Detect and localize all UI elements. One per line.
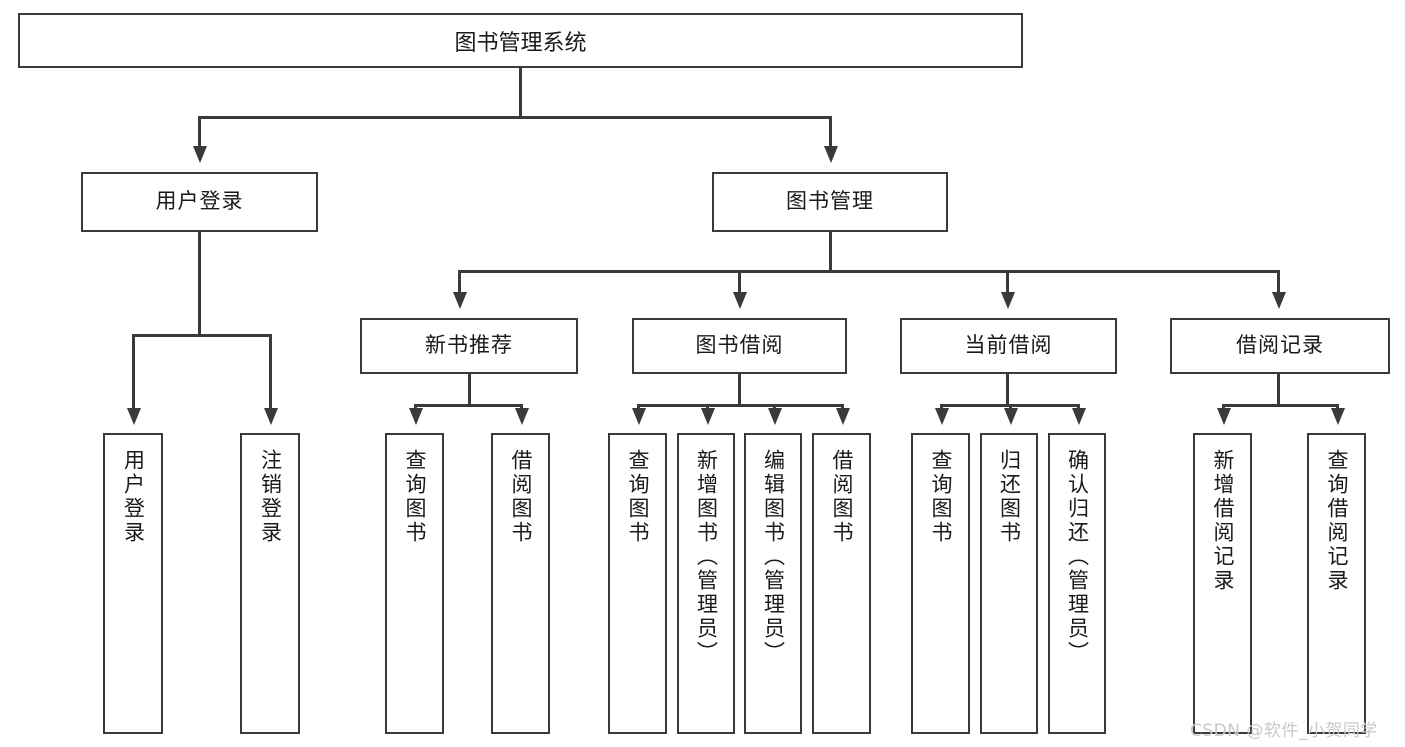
node-label: 查询借阅记录 [1325, 449, 1349, 593]
node-new-book-recommend[interactable]: 新书推荐 [360, 318, 578, 374]
arrow-book-borrow-to-leaf-2 [767, 408, 782, 425]
leaf-book-borrow-2[interactable]: 编辑图书（管理员） [744, 433, 802, 734]
edge-book-borrow-stem [738, 374, 741, 406]
arrow-user-login-to-leaf-1 [263, 408, 278, 425]
leaf-book-borrow-3[interactable]: 借阅图书 [812, 433, 871, 734]
edge-borrow-record-bus [1222, 404, 1338, 407]
edge-borrow-record-to-leaf-1 [1336, 404, 1339, 408]
edge-borrow-record-stem [1277, 374, 1280, 406]
edge-book-management-bus [458, 270, 1278, 273]
node-label: 新书推荐 [425, 333, 513, 358]
edge-new-book-recommend-to-leaf-0 [414, 404, 417, 408]
arrow-root-to-user-login [192, 146, 207, 163]
edge-borrow-record-to-leaf-0 [1222, 404, 1225, 408]
edge-book-borrow-bus [637, 404, 843, 407]
edge-user-login-stem [198, 232, 201, 336]
edge-current-borrow-to-leaf-0 [940, 404, 943, 408]
arrow-book-borrow-to-leaf-1 [700, 408, 715, 425]
leaf-borrow-record-1[interactable]: 查询借阅记录 [1307, 433, 1366, 734]
edge-user-login-to-leaf-0 [132, 334, 135, 408]
arrow-book-borrow-to-leaf-0 [631, 408, 646, 425]
edge-current-borrow-stem [1006, 374, 1009, 406]
arrow-current-borrow-to-leaf-2 [1071, 408, 1086, 425]
arrow-borrow-record-to-leaf-0 [1216, 408, 1231, 425]
leaf-current-borrow-2[interactable]: 确认归还（管理员） [1048, 433, 1106, 734]
node-label: 编辑图书（管理员） [761, 449, 786, 665]
edge-book-borrow-to-leaf-3 [841, 404, 844, 408]
node-label: 查询图书 [929, 449, 953, 545]
node-label: 确认归还（管理员） [1065, 449, 1090, 665]
leaf-borrow-record-0[interactable]: 新增借阅记录 [1193, 433, 1252, 734]
edge-new-book-recommend-bus [414, 404, 522, 407]
arrow-book-management-to-l2-2 [1000, 292, 1015, 309]
node-label: 用户登录 [155, 189, 244, 214]
node-label: 图书借阅 [695, 333, 784, 358]
leaf-user-login-0[interactable]: 用户登录 [103, 433, 163, 734]
arrow-book-borrow-to-leaf-3 [835, 408, 850, 425]
edge-book-borrow-to-leaf-2 [773, 404, 776, 408]
node-book-management[interactable]: 图书管理 [712, 172, 948, 232]
edge-current-borrow-to-leaf-2 [1077, 404, 1080, 408]
leaf-current-borrow-0[interactable]: 查询图书 [911, 433, 970, 734]
arrow-book-management-to-l2-3 [1271, 292, 1286, 309]
leaf-new-book-recommend-1[interactable]: 借阅图书 [491, 433, 550, 734]
arrow-current-borrow-to-leaf-1 [1003, 408, 1018, 425]
node-label: 新增借阅记录 [1211, 449, 1235, 593]
edge-root-bus [198, 116, 831, 119]
edge-new-book-recommend-stem [468, 374, 471, 406]
node-label: 当前借阅 [964, 333, 1053, 358]
watermark-csdn: CSDN @软件_小贺同学 [1190, 721, 1378, 741]
node-current-borrow[interactable]: 当前借阅 [900, 318, 1117, 374]
edge-root-stem [519, 68, 522, 118]
node-label: 新增图书（管理员） [694, 449, 719, 665]
node-label: 图书管理 [786, 189, 874, 214]
node-label: 借阅记录 [1236, 333, 1324, 358]
node-label: 用户登录 [121, 449, 146, 545]
arrow-book-management-to-l2-0 [452, 292, 467, 309]
arrow-current-borrow-to-leaf-0 [934, 408, 949, 425]
arrow-book-management-to-l2-1 [732, 292, 747, 309]
edge-book-management-to-l2-2 [1006, 270, 1009, 292]
edge-book-management-to-l2-0 [458, 270, 461, 292]
arrow-user-login-to-leaf-0 [126, 408, 141, 425]
edge-user-login-bus [132, 334, 271, 337]
edge-book-borrow-to-leaf-0 [637, 404, 640, 408]
node-borrow-record[interactable]: 借阅记录 [1170, 318, 1390, 374]
edge-root-to-book-management [829, 116, 832, 146]
arrow-new-book-recommend-to-leaf-0 [408, 408, 423, 425]
node-book-borrow[interactable]: 图书借阅 [632, 318, 847, 374]
edge-root-to-user-login [198, 116, 201, 146]
edge-current-borrow-to-leaf-1 [1009, 404, 1012, 408]
edge-new-book-recommend-to-leaf-1 [520, 404, 523, 408]
leaf-user-login-1[interactable]: 注销登录 [240, 433, 300, 734]
leaf-new-book-recommend-0[interactable]: 查询图书 [385, 433, 444, 734]
edge-user-login-to-leaf-1 [269, 334, 272, 408]
node-label: 借阅图书 [830, 449, 854, 545]
leaf-book-borrow-0[interactable]: 查询图书 [608, 433, 667, 734]
edge-book-management-to-l2-1 [738, 270, 741, 292]
arrow-new-book-recommend-to-leaf-1 [514, 408, 529, 425]
edge-book-management-stem [829, 232, 832, 273]
node-user-login[interactable]: 用户登录 [81, 172, 318, 232]
edge-book-management-to-l2-3 [1277, 270, 1280, 292]
arrow-root-to-book-management [823, 146, 838, 163]
node-label: 图书管理系统 [454, 30, 587, 56]
node-root-book-management-system[interactable]: 图书管理系统 [18, 13, 1023, 68]
leaf-book-borrow-1[interactable]: 新增图书（管理员） [677, 433, 735, 734]
node-label: 归还图书 [997, 449, 1022, 545]
edge-book-borrow-to-leaf-1 [706, 404, 709, 408]
node-label: 借阅图书 [509, 449, 533, 545]
node-label: 查询图书 [403, 449, 427, 545]
node-label: 注销登录 [258, 449, 283, 545]
leaf-current-borrow-1[interactable]: 归还图书 [980, 433, 1038, 734]
arrow-borrow-record-to-leaf-1 [1330, 408, 1345, 425]
node-label: 查询图书 [626, 449, 650, 545]
